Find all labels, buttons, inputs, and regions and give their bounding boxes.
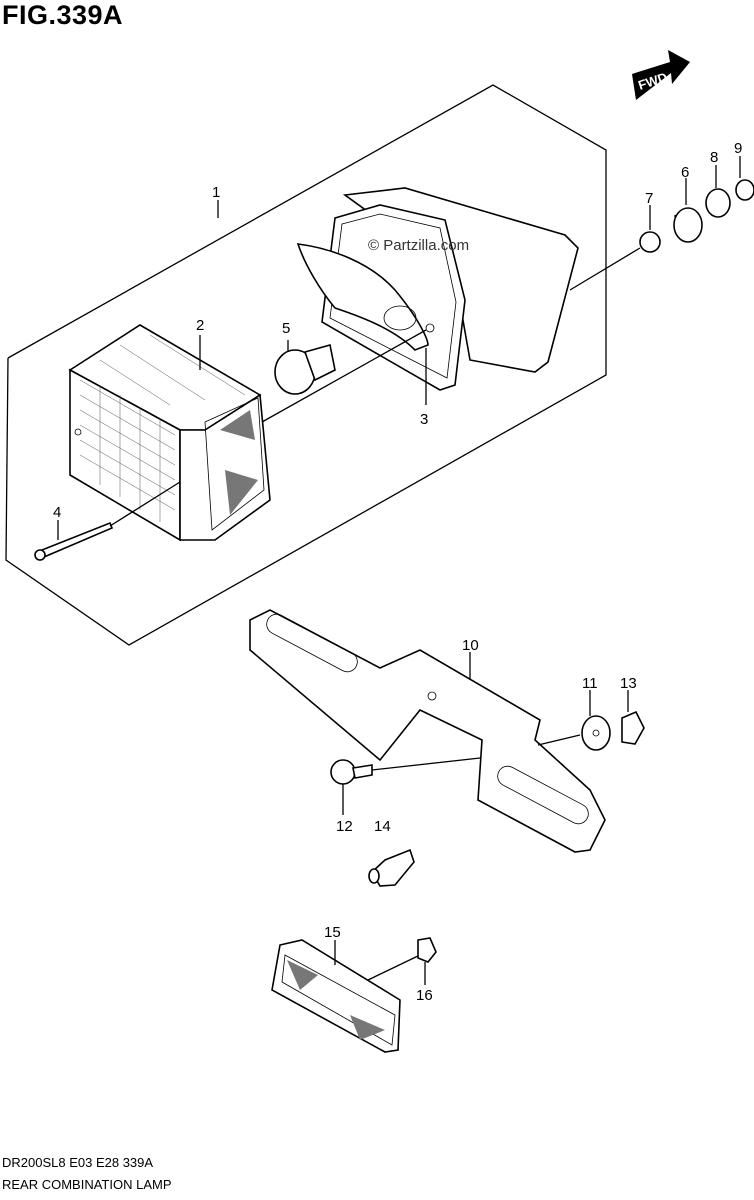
grommet-14 xyxy=(368,848,415,887)
callout-1: 1 xyxy=(212,184,220,201)
callout-6: 6 xyxy=(681,164,689,181)
callout-3: 3 xyxy=(420,411,428,428)
callout-8: 8 xyxy=(710,149,718,166)
callout-16: 16 xyxy=(416,987,433,1004)
fasteners-11-12-13 xyxy=(330,690,645,815)
bulb-5 xyxy=(261,329,427,423)
callout-9: 9 xyxy=(734,140,742,157)
mounting-hardware xyxy=(569,156,754,291)
reflector-15 xyxy=(271,937,437,1053)
lamp-housing xyxy=(296,187,579,405)
figure-title: FIG.339A xyxy=(2,0,124,30)
assembly-box-bottom xyxy=(5,240,607,646)
bracket-10 xyxy=(249,609,606,853)
callout-14: 14 xyxy=(374,818,391,835)
callout-4: 4 xyxy=(53,504,61,521)
callout-15: 15 xyxy=(324,924,341,941)
assembly-box-top xyxy=(7,84,607,359)
callout-12: 12 xyxy=(336,818,353,835)
watermark-text: © Partzilla.com xyxy=(368,237,469,254)
screw-4 xyxy=(34,481,181,561)
callout-5: 5 xyxy=(282,320,290,337)
callout-2: 2 xyxy=(196,317,204,334)
figure-code: DR200SL8 E03 E28 339A xyxy=(2,1155,154,1170)
callout-10: 10 xyxy=(462,637,479,654)
lamp-lens xyxy=(68,324,271,542)
callout-11: 11 xyxy=(582,675,598,692)
forward-direction-arrow: FWD xyxy=(632,50,690,100)
callout-7: 7 xyxy=(645,190,653,207)
figure-name: REAR COMBINATION LAMP xyxy=(2,1177,172,1192)
callout-13: 13 xyxy=(620,675,637,692)
